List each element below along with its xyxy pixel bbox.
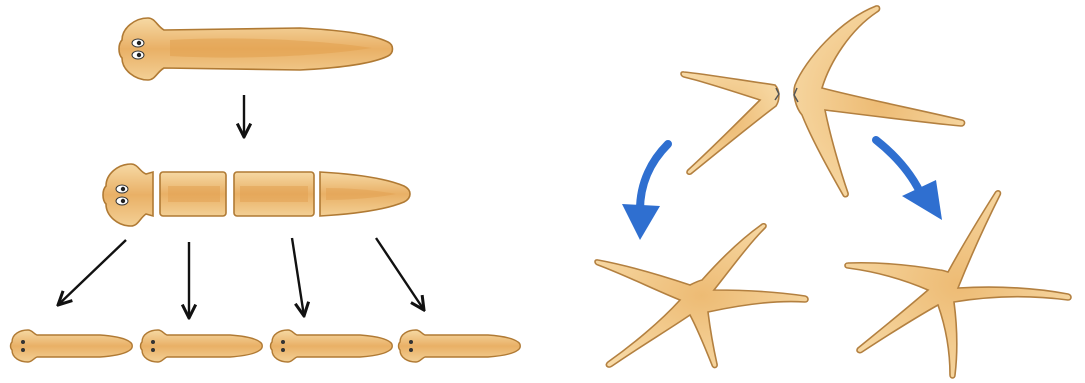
- fragment-middle-1: [160, 172, 226, 216]
- regenerated-starfish-1: [595, 224, 808, 368]
- planarian-original: [119, 18, 393, 80]
- arrow-to-worm-4: [376, 238, 424, 310]
- arrow-to-worm-3: [292, 238, 304, 316]
- blue-arrow-right: [876, 140, 942, 220]
- planarian-cut: [103, 164, 410, 226]
- regenerated-worm-3: [271, 330, 393, 362]
- arrow-to-worm-1: [58, 240, 126, 305]
- regenerated-worm-1: [11, 330, 133, 362]
- fragment-tail: [320, 172, 410, 216]
- starfish-fragment-arms: [681, 72, 779, 174]
- regenerated-worm-2: [141, 330, 263, 362]
- blue-arrow-left: [622, 144, 668, 240]
- fragment-head: [103, 164, 153, 226]
- regenerated-starfish-2: [845, 191, 1071, 378]
- starfish-fragment-disc: [794, 6, 965, 197]
- fragment-middle-2: [234, 172, 314, 216]
- regenerated-worm-4: [399, 330, 521, 362]
